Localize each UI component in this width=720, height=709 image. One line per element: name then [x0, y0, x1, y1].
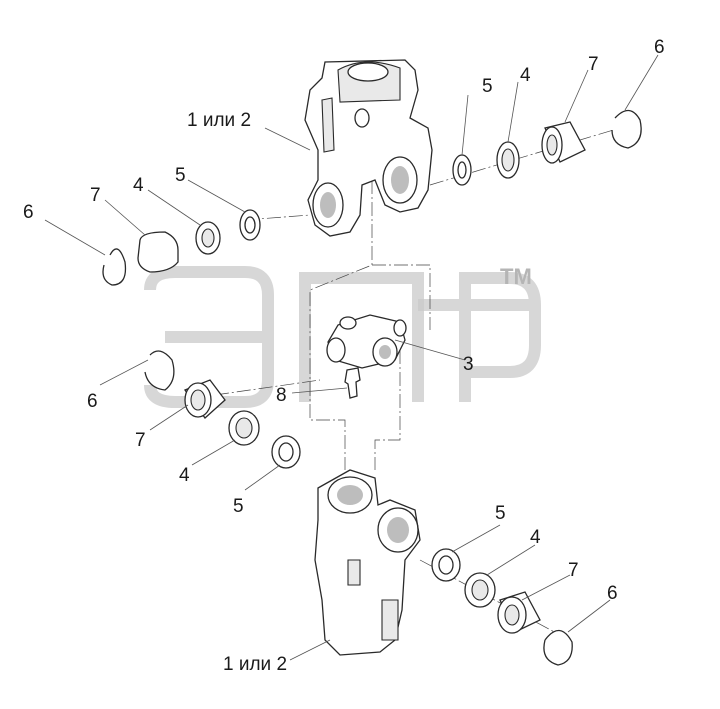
label-tl-6: 6 [23, 202, 34, 223]
callout-labels: 1 или 2 5 4 7 6 6 7 4 5 6 7 4 5 3 8 5 4 … [23, 37, 665, 675]
label-tr-6: 6 [654, 37, 665, 58]
trademark-text: TM [500, 264, 532, 289]
label-ml-7: 7 [135, 430, 146, 451]
bottom-right-parts [431, 548, 573, 666]
label-br-4: 4 [530, 527, 541, 548]
label-ml-4: 4 [179, 465, 190, 486]
top-left-parts [102, 209, 261, 286]
top-yoke-part [304, 59, 433, 237]
label-ml-6: 6 [87, 391, 98, 412]
label-fitting-8: 8 [276, 385, 287, 406]
label-tr-4: 4 [520, 65, 531, 86]
cross-part [326, 314, 407, 369]
top-right-parts [452, 109, 642, 186]
label-tl-4: 4 [133, 175, 144, 196]
bottom-yoke-part [314, 469, 421, 656]
middle-left-parts [144, 350, 301, 469]
label-ml-5: 5 [233, 496, 244, 517]
label-br-7: 7 [568, 560, 579, 581]
label-br-5: 5 [495, 503, 506, 524]
label-tl-5: 5 [175, 165, 186, 186]
label-tl-7: 7 [90, 185, 101, 206]
label-tr-7: 7 [588, 54, 599, 75]
grease-fitting-part [344, 367, 361, 399]
watermark-logo: TM [144, 264, 541, 408]
label-br-6: 6 [607, 583, 618, 604]
label-top-yoke: 1 или 2 [187, 110, 251, 131]
label-bottom-yoke: 1 или 2 [223, 654, 287, 675]
label-tr-5: 5 [482, 76, 493, 97]
leader-lines [44, 54, 659, 661]
label-cross-3: 3 [463, 354, 474, 375]
